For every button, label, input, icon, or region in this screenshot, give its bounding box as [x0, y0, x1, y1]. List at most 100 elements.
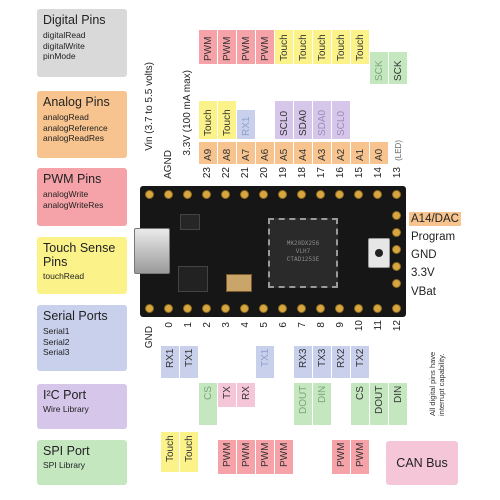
pin-pad [240, 190, 249, 199]
legend-touch-pins: Touch Sense Pins touchRead [37, 237, 127, 294]
pin-pad [316, 190, 325, 199]
pin-pad [354, 190, 363, 199]
i2c-tag: SDA0 [313, 101, 331, 139]
agnd-label: AGND [163, 150, 174, 179]
pin-number: 15 [354, 167, 365, 179]
pin-pad [392, 245, 401, 254]
vbat-label: VBat [411, 286, 436, 298]
touch-tag: Touch [351, 30, 369, 64]
button-cap [375, 249, 383, 257]
pin-number: 16 [335, 167, 346, 179]
pin-number: 8 [316, 322, 327, 328]
legend-digital-pins: Digital Pins digitalRead digitalWrite pi… [37, 9, 127, 77]
pin-number: 7 [297, 322, 308, 328]
touch-tag: Touch [313, 30, 331, 64]
can-rx-tag: RX [237, 383, 255, 407]
pin-pad [316, 304, 325, 313]
pin-pad [335, 304, 344, 313]
3v3-label: 3.3V (100 mA max) [182, 70, 193, 156]
analog-tag: A3 [313, 142, 331, 164]
spi-cs-tag: CS [351, 383, 369, 425]
pin-number: 3 [221, 322, 232, 328]
pin-pad [164, 304, 173, 313]
pin-number: 2 [202, 322, 213, 328]
touch-tag: Touch [294, 30, 312, 64]
pin-number: 20 [259, 167, 270, 179]
led-label: (LED) [394, 140, 403, 161]
pin-number: 10 [354, 320, 365, 332]
program-button[interactable] [368, 238, 390, 268]
pin-number: 12 [392, 320, 403, 332]
legend-pwm-pins: PWM Pins analogWrite analogWriteRes [37, 168, 127, 226]
i2c-tag: SCL0 [275, 101, 293, 139]
pin-pad [183, 304, 192, 313]
chip-marking: CTAD1253E [286, 256, 320, 263]
spi-din-tag: DIN [389, 383, 407, 425]
pin-pad [297, 190, 306, 199]
legend-analog-pins: Analog Pins analogRead analogReference a… [37, 91, 127, 158]
pin-pad [183, 190, 192, 199]
legend-sub: analogWriteRes [43, 199, 104, 210]
spi-cs-tag: CS [199, 383, 217, 425]
pin-pad [392, 262, 401, 271]
touch-tag: Touch [275, 30, 293, 64]
pwm-tag: PWM [237, 440, 255, 474]
rx1-tag: RX1 [237, 110, 255, 139]
pin-pad [392, 279, 401, 288]
legend-sub: pinMode [43, 51, 76, 61]
pwm-tag: PWM [237, 30, 255, 64]
pin-pad [145, 304, 154, 313]
pin-number: 9 [335, 322, 346, 328]
serial-tag: RX2 [332, 346, 350, 378]
touch-tag: Touch [199, 101, 217, 139]
touch-tag: Touch [161, 432, 179, 472]
pin-number: 18 [297, 167, 308, 179]
program-label: Program [411, 231, 456, 243]
pin-pad [278, 304, 287, 313]
chip-marking: VLH7 [295, 248, 311, 255]
legend-sub: digitalRead [43, 30, 86, 40]
pwm-tag: PWM [199, 30, 217, 64]
can-bus-label: CAN Bus [396, 456, 448, 470]
legend-sub: digitalWrite [43, 40, 85, 51]
can-tx-tag: TX [218, 383, 236, 407]
legend-spi-port: SPI Port SPI Library [37, 440, 127, 485]
spi-din-tag: DIN [313, 383, 331, 425]
analog-tag: A7 [237, 142, 255, 164]
pin-number: 6 [278, 322, 289, 328]
pin-pad [259, 190, 268, 199]
legend-title: PWM Pins [43, 172, 102, 186]
pin-pad [392, 190, 401, 199]
mcu-chip: MK20DX256 VLH7 CTAD1253E [268, 218, 338, 288]
serial-tag: TX1 [180, 346, 198, 378]
pin-number: 17 [316, 167, 327, 179]
pwm-tag: PWM [218, 440, 236, 474]
dac-label: A14/DAC [409, 212, 461, 226]
analog-tag: A5 [275, 142, 293, 164]
serial-tag: TX3 [313, 346, 331, 378]
pin-number: 23 [202, 167, 213, 179]
regulator-chip [178, 266, 208, 292]
pin-pad [297, 304, 306, 313]
pin-pad [373, 304, 382, 313]
3v3-right-label: 3.3V [411, 267, 435, 279]
serial-tag: TX2 [351, 346, 369, 378]
spi-dout-tag: DOUT [370, 383, 388, 425]
pin-pad [240, 304, 249, 313]
pwm-tag: PWM [332, 440, 350, 474]
analog-tag: A9 [199, 142, 217, 164]
teensy-board: MK20DX256 VLH7 CTAD1253E [134, 186, 406, 317]
pin-pad [164, 190, 173, 199]
legend-sub: Serial1 [43, 326, 70, 336]
interrupt-note: All digital pins have interrupt capabili… [428, 351, 446, 416]
pin-number: 4 [240, 322, 251, 328]
pin-number: 5 [259, 322, 270, 328]
legend-sub: Serial2 [43, 336, 70, 347]
legend-title: Serial Ports [43, 309, 108, 323]
vin-label: Vin (3.7 to 5.5 volts) [144, 62, 155, 151]
pin-pad [354, 304, 363, 313]
analog-tag: A8 [218, 142, 236, 164]
pin-pad [392, 304, 401, 313]
legend-i2c-port: I²C Port Wire Library [37, 384, 127, 429]
pin-number: 0 [164, 322, 175, 328]
